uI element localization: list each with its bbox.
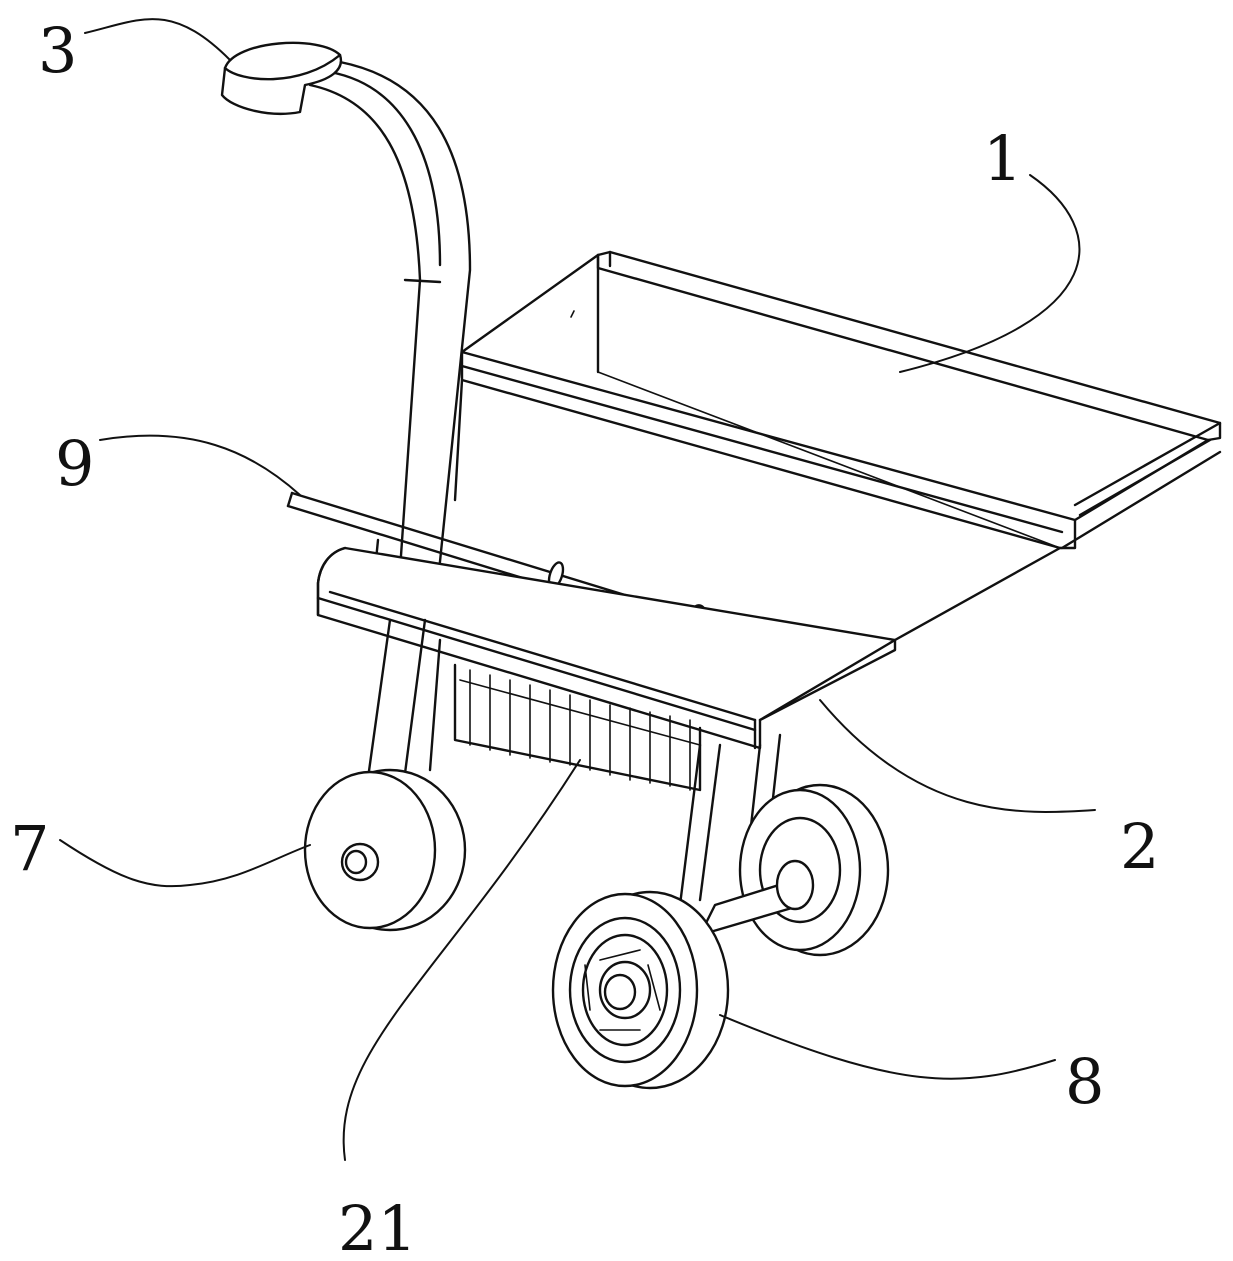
leader-lines xyxy=(59,18,1096,1161)
callout-9: 9 xyxy=(55,427,94,500)
front-wheels xyxy=(551,783,890,1090)
callout-2: 2 xyxy=(1120,810,1159,883)
callout-21: 21 xyxy=(338,1192,417,1261)
callout-1: 1 xyxy=(983,122,1022,195)
brush-unit xyxy=(453,663,702,792)
hopper xyxy=(453,250,1222,642)
base-frame xyxy=(316,546,897,750)
callout-7: 7 xyxy=(10,812,49,885)
handle xyxy=(220,41,472,612)
callouts: 3 1 9 7 2 8 21 xyxy=(10,14,1159,1261)
rear-wheel xyxy=(303,768,467,932)
callout-3: 3 xyxy=(38,14,77,87)
callout-8: 8 xyxy=(1065,1045,1104,1118)
